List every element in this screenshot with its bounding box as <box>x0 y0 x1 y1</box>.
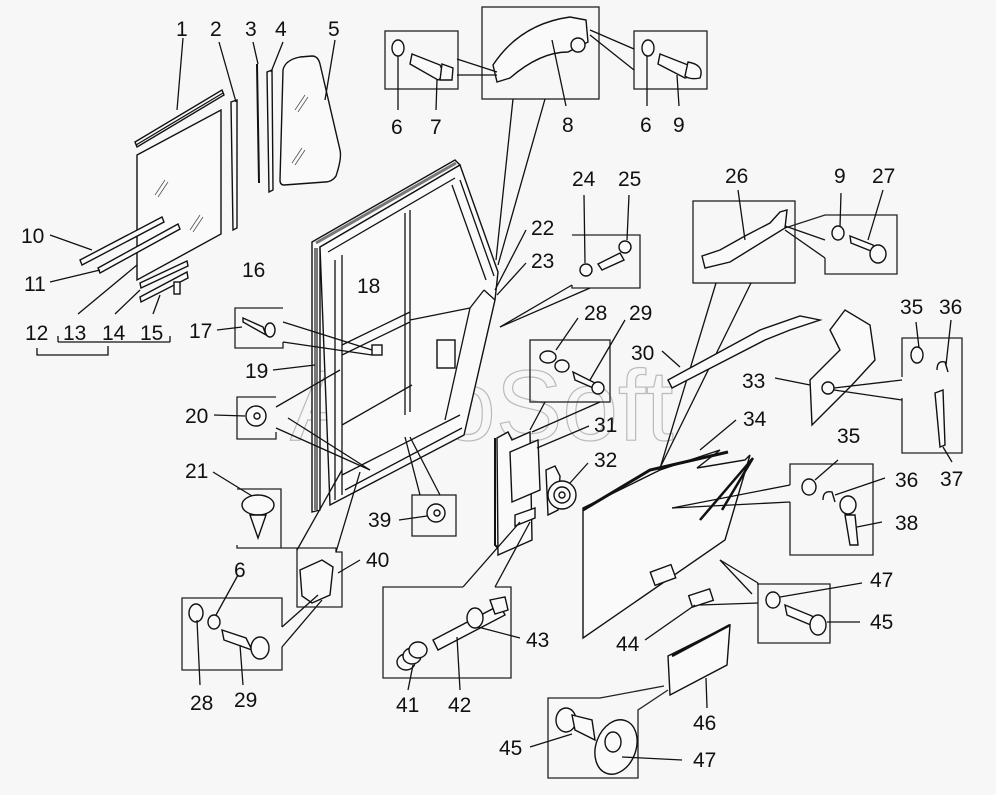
label-8: 8 <box>562 114 574 137</box>
label-42: 42 <box>448 694 471 717</box>
part-35-36-38-group <box>671 459 886 556</box>
label-10: 10 <box>21 225 44 248</box>
part-30-rail <box>661 315 823 389</box>
label-43: 43 <box>526 629 549 652</box>
label-5: 5 <box>328 18 340 41</box>
label-44: 44 <box>616 633 640 656</box>
door-frame <box>311 159 499 513</box>
label-27: 27 <box>872 165 895 188</box>
part-46-pocket <box>529 623 731 779</box>
label-40: 40 <box>366 549 389 572</box>
label-36: 36 <box>939 296 962 319</box>
label-32: 32 <box>594 449 617 472</box>
label-26: 26 <box>725 165 748 188</box>
label-23: 23 <box>531 250 554 273</box>
label-14: 14 <box>102 322 126 345</box>
label-46: 46 <box>693 712 716 735</box>
label-30: 30 <box>631 342 654 365</box>
label-37: 37 <box>940 468 963 491</box>
part-14-15-channels <box>139 259 189 304</box>
label-47: 47 <box>693 749 716 772</box>
label-1: 1 <box>176 18 188 41</box>
label-16: 16 <box>242 259 265 282</box>
label-6: 6 <box>640 114 652 137</box>
part-21-40-group <box>181 469 361 686</box>
label-6: 6 <box>391 116 403 139</box>
handle-group <box>384 6 708 266</box>
label-6: 6 <box>234 559 246 582</box>
part-1-seal-top <box>134 88 225 149</box>
label-15: 15 <box>140 322 163 345</box>
part-39-group <box>398 436 457 537</box>
leader-lines <box>36 37 336 356</box>
part-5-quarter-glass <box>279 55 342 186</box>
label-2: 2 <box>210 18 222 41</box>
label-17: 17 <box>189 320 212 343</box>
label-7: 7 <box>430 116 442 139</box>
part-26-27-group <box>654 189 898 479</box>
label-29: 29 <box>234 689 257 712</box>
part-10-strip <box>79 216 165 266</box>
label-9: 9 <box>673 114 685 137</box>
label-31: 31 <box>594 414 617 437</box>
label-47: 47 <box>870 569 893 592</box>
part-44-45-47-group <box>644 559 863 644</box>
inner-panel <box>462 425 590 588</box>
part-17-group <box>216 307 373 371</box>
part-41-42-43-group <box>382 586 521 691</box>
label-18: 18 <box>357 275 380 298</box>
label-21: 21 <box>185 460 208 483</box>
label-29: 29 <box>629 302 652 325</box>
part-20-group <box>213 369 371 471</box>
label-39: 39 <box>368 509 391 532</box>
part-3-strip <box>256 63 260 184</box>
label-41: 41 <box>396 694 419 717</box>
label-22: 22 <box>531 217 554 240</box>
label-12: 12 <box>25 322 48 345</box>
label-45: 45 <box>499 737 522 760</box>
part-2-seal-vertical <box>230 99 238 232</box>
part-33-bracket <box>774 309 963 463</box>
label-38: 38 <box>895 512 918 535</box>
label-3: 3 <box>245 18 257 41</box>
label-28: 28 <box>190 692 213 715</box>
label-9: 9 <box>834 165 846 188</box>
label-13: 13 <box>63 322 86 345</box>
part-24-25-group <box>494 194 641 328</box>
label-33: 33 <box>742 370 765 393</box>
label-34: 34 <box>743 408 767 431</box>
part-labels: 1 2 3 4 5 6 7 8 6 9 10 11 12 13 14 15 16… <box>21 18 963 772</box>
label-28: 28 <box>584 302 607 325</box>
part-4-strip <box>266 68 274 194</box>
label-45: 45 <box>870 611 893 634</box>
label-11: 11 <box>24 273 46 296</box>
label-19: 19 <box>245 360 268 383</box>
part-34-trim-panel <box>582 419 755 640</box>
part-11-strip <box>97 223 181 274</box>
label-36: 36 <box>895 469 918 492</box>
label-35: 35 <box>837 425 860 448</box>
part-28-29-group <box>529 317 626 433</box>
label-20: 20 <box>185 405 208 428</box>
label-24: 24 <box>572 168 596 191</box>
label-35: 35 <box>900 296 923 319</box>
label-4: 4 <box>275 18 287 41</box>
label-25: 25 <box>618 168 641 191</box>
